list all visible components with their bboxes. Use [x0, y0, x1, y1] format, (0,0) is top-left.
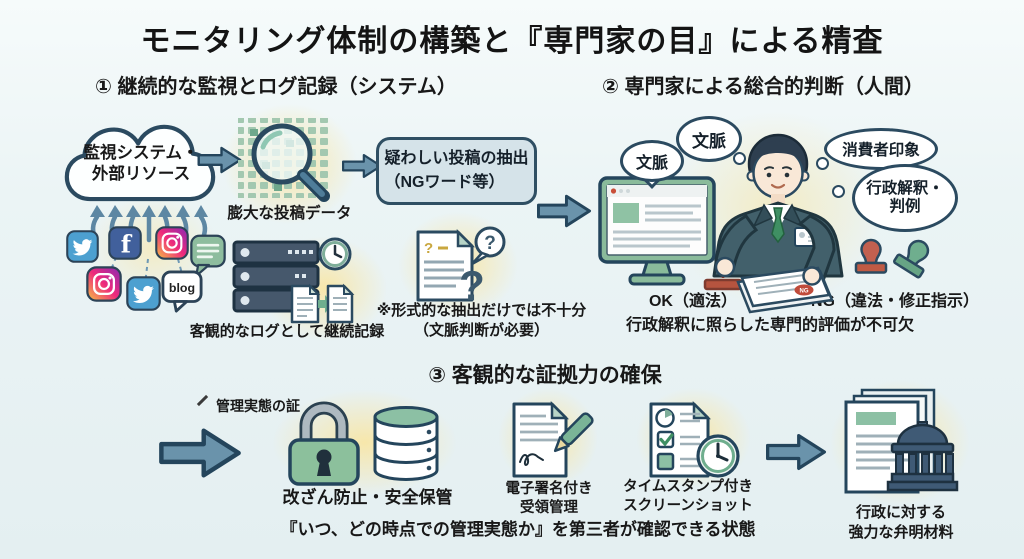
ng-label: NG（違法・修正指示） — [810, 293, 979, 310]
evidence-label: 行政に対する 強力な弁明材料 — [848, 504, 954, 541]
cloud-icon — [64, 124, 216, 202]
tick-mark — [196, 394, 209, 407]
database-icon — [373, 406, 439, 481]
section2-header: ② 専門家による総合的判断（人間） — [602, 76, 924, 98]
instagram-icon — [86, 266, 122, 302]
chat-icon — [190, 234, 226, 277]
thought-dot — [816, 157, 829, 170]
section3-note: 『いつ、どの時点での管理実態か』を第三者が確認できる状態 — [280, 520, 756, 539]
stamps-icon — [854, 238, 930, 279]
facebook-f-glyph: f — [121, 230, 133, 258]
data-grid-magnifier-icon — [238, 118, 330, 202]
question-doc-icon: ? ? ? — [416, 226, 506, 309]
timestamp-label: タイムスタンプ付き スクリーンショット — [623, 479, 753, 514]
bubble-context-1: 文脈 — [620, 140, 684, 182]
question-bubble-icon — [474, 226, 506, 258]
section3-header: ③ 客観的な証拠力の確保 — [428, 364, 662, 387]
svg-text:?: ? — [484, 233, 496, 254]
instagram-icon — [155, 226, 189, 260]
arrow-right-icon — [342, 154, 382, 178]
signed-doc-icon — [512, 400, 594, 478]
bubble-context-2: 文脈 — [676, 116, 742, 162]
log-note-label: 客観的なログとして継続記録 — [189, 323, 385, 340]
log-docs-icon — [290, 283, 355, 324]
green-stamp-icon — [893, 239, 930, 279]
signature-squiggle — [519, 453, 544, 466]
pen-icon — [553, 412, 594, 453]
blog-icon: blog — [161, 270, 203, 313]
cloud-label: 監視システム・ 外部リソース — [83, 144, 199, 184]
svg-text:?: ? — [459, 262, 485, 309]
expert-person-icon: NG — [703, 133, 844, 314]
red-stamp-icon — [854, 238, 888, 274]
section1-header: ① 継続的な監視とログ記録（システム） — [95, 76, 457, 98]
svg-text:?: ? — [424, 240, 433, 257]
government-building-icon — [886, 421, 959, 492]
page-title: モニタリング体制の構築と『専門家の目』による精査 — [140, 25, 884, 58]
arrow-right-icon — [197, 146, 242, 174]
blog-label: blog — [169, 281, 195, 295]
tie — [771, 207, 785, 244]
arrow-right-icon — [537, 194, 591, 228]
bubble-consumer-impression: 消費者印象 — [824, 128, 938, 170]
monitor-icon — [598, 176, 716, 286]
facebook-icon: f — [108, 226, 142, 260]
thought-dot — [832, 185, 845, 198]
arrow-right-icon — [159, 428, 241, 478]
twitter-icon — [126, 276, 161, 311]
bubble-admin-interpretation: 行政解釈・ 判例 — [852, 164, 958, 232]
ok-label: OK（適法） — [648, 293, 737, 310]
lock-icon — [288, 401, 360, 486]
big-data-label: 膨大な投稿データ — [227, 205, 352, 222]
svg-text:NG: NG — [800, 289, 809, 295]
twitter-icon — [66, 230, 99, 263]
upload-arrows-icon — [90, 205, 208, 243]
thought-dot — [733, 152, 746, 165]
storage-label: 改ざん防止・安全保管 — [282, 488, 453, 507]
section2-note: 行政解釈に照らした専門的評価が不可欠 — [625, 317, 914, 334]
caution-label: ※形式的な抽出だけでは不十分 （文脈判断が必要） — [376, 302, 587, 339]
server-log-icon — [232, 237, 355, 324]
evidence-docs-icon — [844, 388, 959, 494]
proof-label: 管理実態の証 — [216, 398, 300, 414]
signature-label: 電子署名付き 受領管理 — [505, 481, 593, 516]
arrow-right-icon — [766, 434, 826, 470]
extract-box: 疑わしい投稿の抽出 （NGワード等） — [376, 137, 537, 205]
timestamp-doc-icon — [649, 400, 740, 478]
